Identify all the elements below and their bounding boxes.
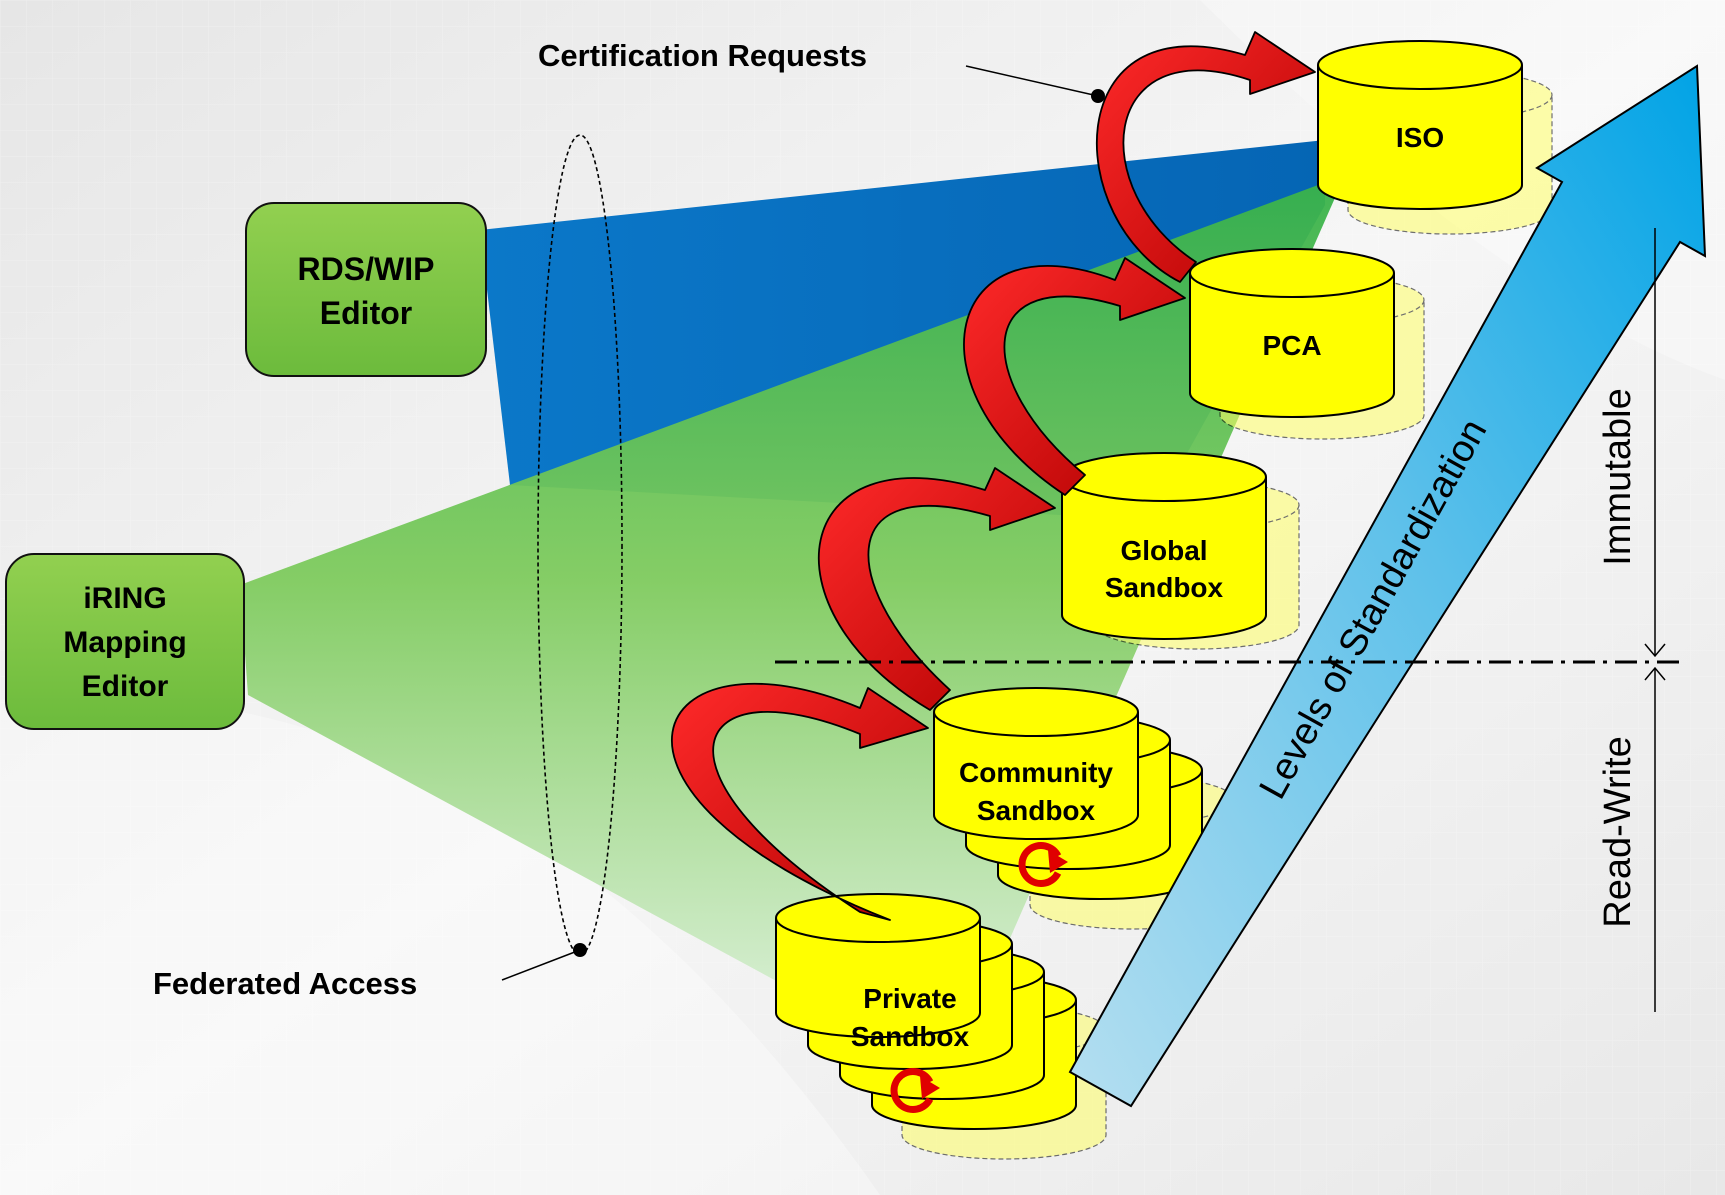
global-to-pca-arrow — [963, 257, 1186, 496]
iring-editor-label-1: iRING — [83, 582, 166, 615]
pca-to-iso-arrow — [1095, 31, 1316, 283]
federated-access-point — [573, 943, 587, 957]
global-sandbox-label-2: Sandbox — [1105, 572, 1224, 603]
community-sandbox-database[interactable]: Community Sandbox — [933, 687, 1235, 930]
iso-label: ISO — [1396, 122, 1444, 153]
read-write-label: Read-Write — [1597, 736, 1639, 927]
certification-request-point — [1091, 89, 1105, 103]
rds-wip-editor[interactable]: RDS/WIP Editor — [245, 202, 487, 377]
community-sandbox-label-1: Community — [959, 757, 1113, 788]
rds-wip-editor-label-2: Editor — [320, 295, 412, 331]
global-sandbox-label-1: Global — [1120, 535, 1207, 566]
iring-mapping-editor[interactable]: iRING Mapping Editor — [5, 553, 245, 730]
immutable-dimension: Immutable — [1597, 228, 1666, 658]
certification-requests-label: Certification Requests — [538, 38, 867, 73]
private-sandbox-database[interactable]: Private Sandbox — [775, 893, 1107, 1160]
private-sandbox-label-2: Sandbox — [851, 1021, 970, 1052]
private-sandbox-label-1: Private — [863, 983, 956, 1014]
private-to-community-arrow — [671, 682, 929, 921]
community-to-global-arrow — [817, 467, 1056, 711]
pca-database[interactable]: PCA — [1189, 248, 1425, 440]
iring-access-wedge — [240, 175, 1345, 1075]
refresh-cycle-icon — [1018, 842, 1068, 887]
refresh-cycle-icon — [890, 1068, 940, 1113]
certification-arrows — [671, 31, 1316, 921]
iring-editor-label-2: Mapping — [63, 626, 186, 659]
community-sandbox-label-2: Sandbox — [977, 795, 1096, 826]
iso-database[interactable]: ISO — [1317, 40, 1553, 235]
federated-access-label: Federated Access — [153, 966, 417, 1001]
rds-wip-editor-label-1: RDS/WIP — [298, 251, 435, 287]
iring-editor-label-3: Editor — [82, 670, 169, 703]
global-sandbox-database[interactable]: Global Sandbox — [1061, 452, 1300, 650]
pca-label: PCA — [1262, 330, 1321, 361]
immutable-label: Immutable — [1597, 388, 1639, 565]
read-write-dimension: Read-Write — [1597, 666, 1666, 1012]
